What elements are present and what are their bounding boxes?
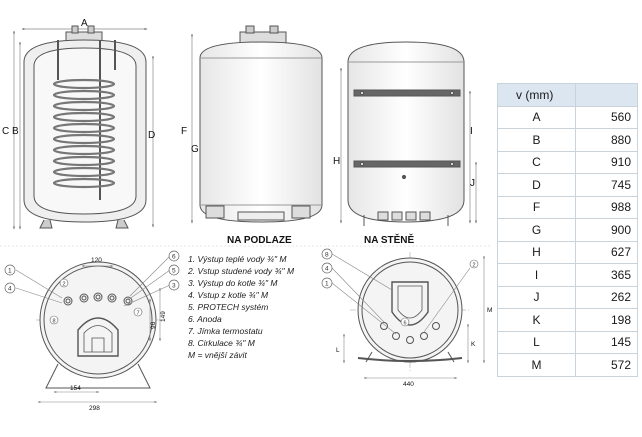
row-key: A bbox=[497, 105, 576, 129]
row-key: H bbox=[497, 240, 576, 264]
table-header-label: v (mm) bbox=[497, 83, 576, 107]
dim-label-h: H bbox=[333, 156, 340, 167]
row-key: B bbox=[497, 128, 576, 152]
row-key: L bbox=[497, 330, 576, 354]
dim-label-g: G bbox=[191, 144, 199, 155]
wall-plan-view bbox=[331, 252, 485, 379]
callout-right-2: 4 bbox=[325, 266, 329, 273]
row-value: 745 bbox=[575, 173, 638, 197]
dim-m: M bbox=[487, 307, 492, 314]
dim-440: 440 bbox=[403, 381, 414, 388]
row-value: 262 bbox=[575, 285, 638, 309]
row-key: G bbox=[497, 218, 576, 242]
dim-label-b: B bbox=[12, 126, 19, 137]
legend-item-5: 5. PROTECH systém bbox=[188, 302, 268, 312]
row-key: J bbox=[497, 285, 576, 309]
legend-item-2: 2. Vstup studené vody ¾" M bbox=[187, 266, 295, 276]
dim-154: 154 bbox=[70, 385, 81, 392]
wall-view bbox=[339, 41, 478, 226]
dim-k: K bbox=[471, 341, 476, 348]
callout-left-6: 2 bbox=[63, 282, 66, 288]
row-value: 572 bbox=[575, 353, 638, 377]
legend-item-1: 1. Výstup teplé vody ¾" M bbox=[188, 254, 287, 264]
callout-right-4: 2 bbox=[473, 263, 476, 269]
dim-96: 96 bbox=[150, 321, 157, 329]
callout-left-8: 8 bbox=[53, 319, 56, 325]
callout-left-3: 6 bbox=[172, 254, 176, 261]
row-value: 988 bbox=[575, 195, 638, 219]
dim-120: 120 bbox=[91, 257, 102, 264]
floor-plan-view bbox=[15, 255, 171, 403]
row-value: 900 bbox=[575, 218, 638, 242]
dim-298: 298 bbox=[89, 405, 100, 412]
callout-left-1: 1 bbox=[8, 268, 12, 275]
row-value: 910 bbox=[575, 150, 638, 174]
callout-right-3: 1 bbox=[325, 281, 329, 288]
callout-right-5: 6 bbox=[404, 321, 407, 327]
row-key: K bbox=[497, 308, 576, 332]
legend-item-3: 3. Výstup do kotle ¾" M bbox=[188, 278, 278, 288]
row-value: 198 bbox=[575, 308, 638, 332]
row-value: 365 bbox=[575, 263, 638, 287]
callouts-left: 1 4 6 5 3 2 7 8 bbox=[4, 250, 180, 325]
dim-label-c: C bbox=[2, 126, 9, 137]
row-value: 145 bbox=[575, 330, 638, 354]
row-value: 880 bbox=[575, 128, 638, 152]
wall-caption: NA STĚNĚ bbox=[364, 233, 415, 246]
row-key: I bbox=[497, 263, 576, 287]
dim-label-a: A bbox=[81, 18, 88, 29]
row-value: 627 bbox=[575, 240, 638, 264]
legend-item-4: 4. Vstup z kotle ¾" M bbox=[188, 290, 269, 300]
legend-item-8: 8. Cirkulace ¾" M bbox=[188, 338, 256, 348]
dim-label-j: J bbox=[470, 178, 475, 189]
row-key: M bbox=[497, 353, 576, 377]
legend-item-7: 7. Jímka termostatu bbox=[188, 326, 263, 336]
table-header-blank bbox=[575, 83, 638, 107]
callout-left-2: 4 bbox=[8, 286, 12, 293]
legend-note: M = vnější závit bbox=[188, 350, 247, 360]
row-key: C bbox=[497, 150, 576, 174]
callouts-right: 8 4 1 2 6 bbox=[321, 248, 479, 327]
callout-right-1: 8 bbox=[325, 252, 329, 259]
legend-item-6: 6. Anoda bbox=[188, 314, 222, 324]
dim-l: L bbox=[336, 347, 340, 354]
dim-149: 149 bbox=[160, 311, 167, 322]
row-key: F bbox=[497, 195, 576, 219]
dim-label-f: F bbox=[181, 126, 187, 137]
row-key: D bbox=[497, 173, 576, 197]
technical-drawing: A C B D F G NA PODLAZE bbox=[0, 18, 492, 412]
floor-view bbox=[190, 25, 323, 224]
table-header-row: v (mm) bbox=[497, 83, 638, 107]
row-value: 560 bbox=[575, 105, 638, 129]
dim-label-d: D bbox=[148, 130, 155, 141]
legend: 1. Výstup teplé vody ¾" M 2. Vstup stude… bbox=[187, 254, 295, 360]
floor-caption: NA PODLAZE bbox=[227, 235, 292, 246]
callout-left-5: 3 bbox=[172, 283, 176, 290]
dim-label-i: I bbox=[470, 126, 473, 137]
callout-left-7: 7 bbox=[137, 311, 140, 317]
callout-left-4: 5 bbox=[172, 268, 176, 275]
heating-coil bbox=[52, 78, 116, 189]
section-view bbox=[12, 25, 155, 230]
